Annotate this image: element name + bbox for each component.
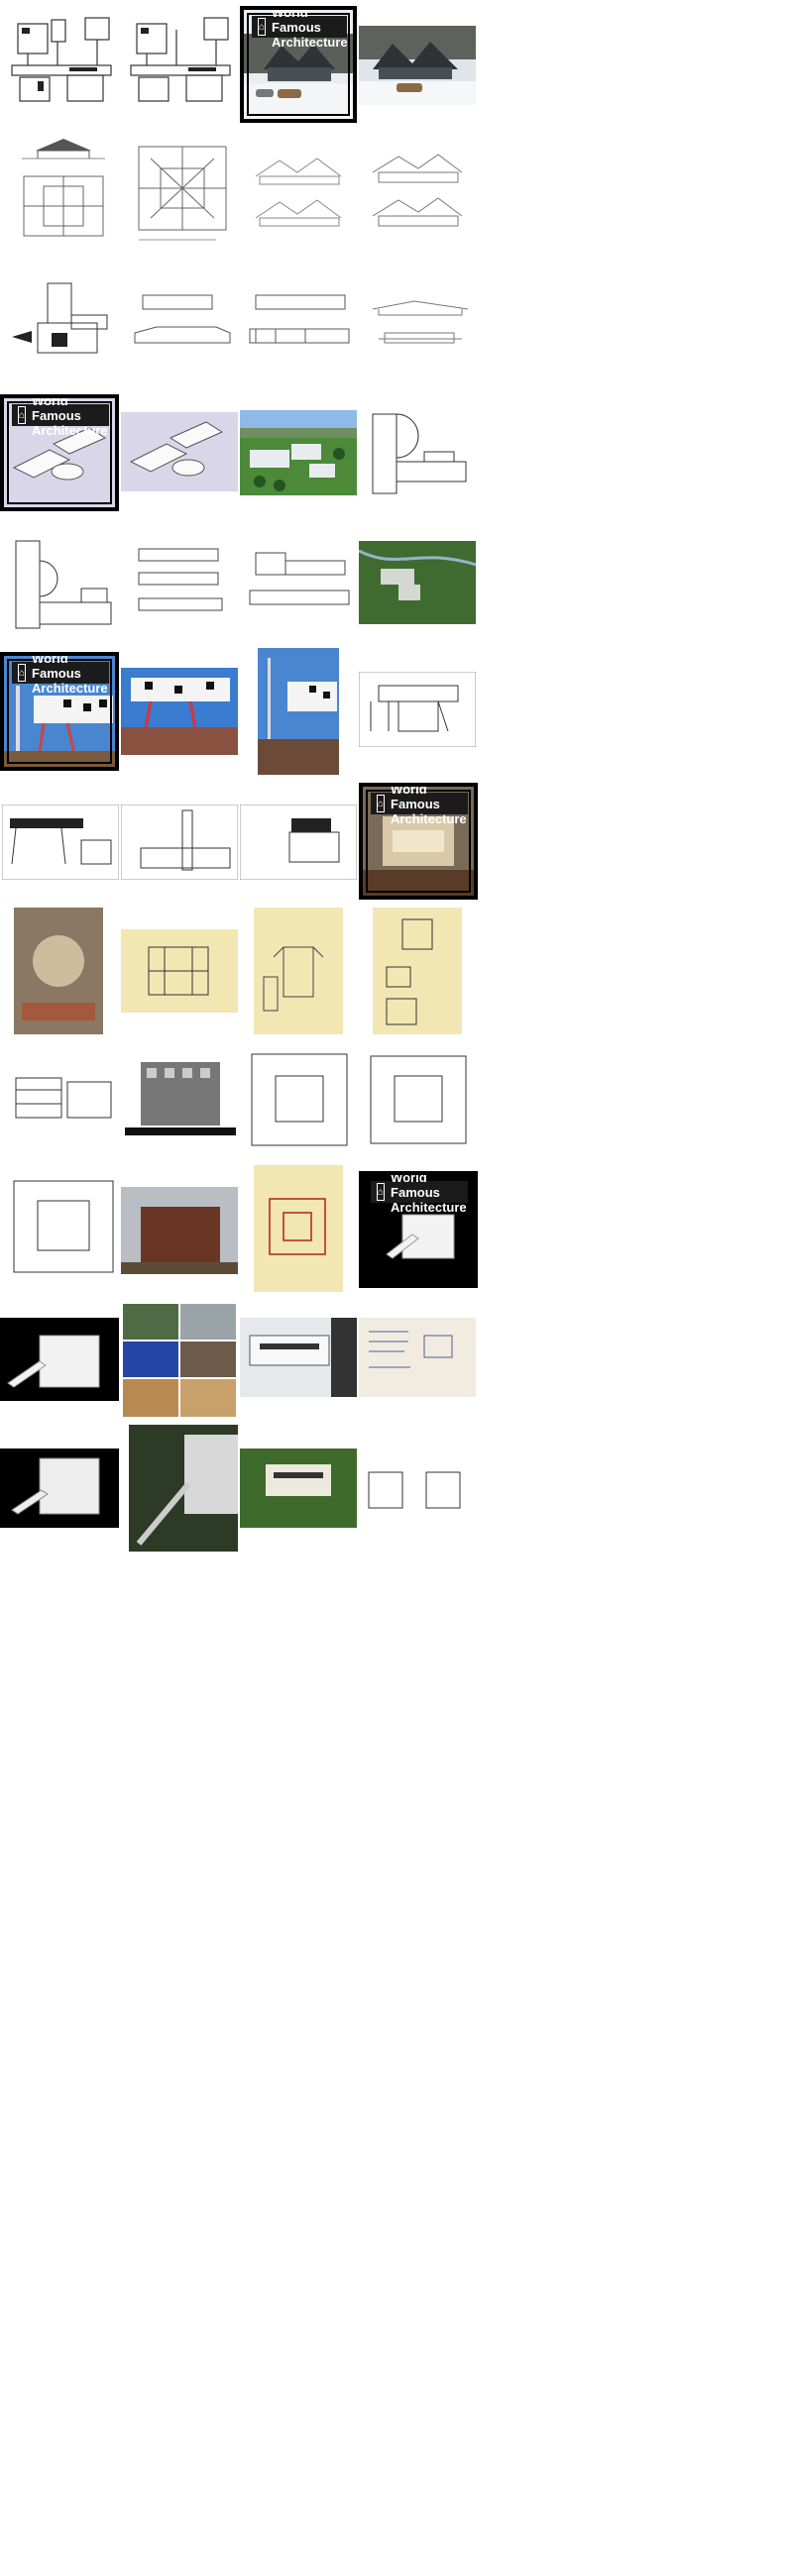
thumbnail-photo-interior-badged[interactable]: ⌂ World Famous Architecture bbox=[359, 783, 478, 900]
brand-logo-icon: ⌂ bbox=[258, 18, 267, 36]
thumbnail-section-drawing[interactable] bbox=[359, 672, 476, 747]
thumbnail-parchment-section[interactable] bbox=[121, 929, 238, 1013]
thumbnail-3d-model[interactable] bbox=[121, 412, 238, 491]
thumbnail-photo-villa[interactable] bbox=[240, 1318, 357, 1397]
thumbnail-cad-sheet-2[interactable] bbox=[121, 805, 238, 880]
thumbnail-photo-collage[interactable] bbox=[121, 1302, 238, 1419]
thumbnail-3d-model-badged[interactable]: ⌂ World Famous Architecture bbox=[0, 394, 119, 511]
brand-badge-text: World Famous Architecture bbox=[32, 652, 108, 696]
brand-badge: ⌂World Famous Architecture bbox=[12, 398, 109, 438]
thumbnail-photo-tower-badged[interactable]: ⌂ World Famous Architecture bbox=[0, 652, 119, 771]
thumbnail-model-white[interactable] bbox=[0, 1318, 119, 1401]
thumbnail-cad-sheet-3[interactable] bbox=[240, 805, 357, 880]
thumbnail-floor-plan-2[interactable] bbox=[365, 1050, 472, 1149]
thumbnail-sketch-sheet[interactable] bbox=[359, 1318, 476, 1397]
brand-badge-text: World Famous Architecture bbox=[391, 1171, 467, 1215]
thumbnail-plan-3[interactable] bbox=[365, 406, 476, 497]
thumbnail-plan-2[interactable] bbox=[127, 10, 238, 105]
thumbnail-aerial-photo[interactable] bbox=[240, 410, 357, 495]
brand-badge-text: World Famous Architecture bbox=[391, 783, 467, 826]
brand-badge: ⌂World Famous Architecture bbox=[252, 10, 348, 50]
thumbnail-model-white-badged[interactable]: ⌂ World Famous Architecture bbox=[359, 1171, 478, 1288]
thumbnail-photo-interior[interactable] bbox=[14, 908, 103, 1034]
brand-badge-text: World Famous Architecture bbox=[32, 394, 108, 438]
thumbnail-parchment-axon[interactable] bbox=[254, 908, 343, 1034]
thumbnail-aerial-site[interactable] bbox=[359, 541, 476, 624]
thumbnail-photo-brick[interactable] bbox=[121, 1187, 238, 1274]
thumbnail-floor-plan-1[interactable] bbox=[246, 1048, 353, 1151]
thumbnail-elevations-3[interactable] bbox=[365, 287, 476, 357]
thumbnail-plan-1[interactable] bbox=[8, 10, 119, 105]
thumbnail-roof-plan-sheet[interactable] bbox=[127, 129, 238, 252]
brand-badge: ⌂World Famous Architecture bbox=[371, 787, 468, 826]
brand-logo-icon: ⌂ bbox=[18, 664, 27, 682]
thumbnail-parchment-plan-red[interactable] bbox=[254, 1165, 343, 1292]
thumbnail-elevation-sketch-2[interactable] bbox=[359, 147, 476, 242]
thumbnail-sections[interactable] bbox=[8, 1070, 119, 1126]
thumbnail-plan-elevation-sheet[interactable] bbox=[8, 129, 119, 252]
brand-badge: ⌂World Famous Architecture bbox=[371, 1175, 468, 1215]
thumbnail-photo-snow-badged[interactable]: ⌂ World Famous Architecture bbox=[240, 6, 357, 123]
thumbnail-elevations-5[interactable] bbox=[246, 547, 357, 616]
brand-logo-icon: ⌂ bbox=[377, 795, 386, 812]
thumbnail-plan-4[interactable] bbox=[8, 533, 119, 632]
thumbnail-floor-plan-3[interactable] bbox=[8, 1175, 119, 1278]
brand-logo-icon: ⌂ bbox=[377, 1183, 386, 1201]
thumbnail-model-white-dark[interactable] bbox=[0, 1449, 119, 1528]
thumbnail-elevations-4[interactable] bbox=[127, 543, 238, 618]
thumbnail-photo-tower-3[interactable] bbox=[258, 648, 339, 775]
thumbnail-facade-elevation[interactable] bbox=[125, 1054, 236, 1141]
thumbnail-elevations-1[interactable] bbox=[127, 287, 238, 357]
thumbnail-elevation-sketch-1[interactable] bbox=[240, 147, 357, 242]
thumbnail-photo-villa-garden[interactable] bbox=[240, 1449, 357, 1528]
thumbnail-parchment-plan[interactable] bbox=[373, 908, 462, 1034]
brand-badge-text: World Famous Architecture bbox=[272, 6, 348, 50]
thumbnail-photo-snow[interactable] bbox=[359, 26, 476, 105]
thumbnail-small-plans[interactable] bbox=[365, 1468, 476, 1514]
thumbnail-photo-tower-2[interactable] bbox=[121, 668, 238, 755]
thumbnail-photo-stair[interactable] bbox=[129, 1425, 238, 1552]
brand-badge: ⌂World Famous Architecture bbox=[12, 656, 109, 696]
brand-logo-icon: ⌂ bbox=[18, 406, 27, 424]
thumbnail-elevations-2[interactable] bbox=[246, 287, 357, 357]
thumbnail-site-plan[interactable] bbox=[8, 279, 119, 369]
thumbnail-cad-sheet-1[interactable] bbox=[2, 805, 119, 880]
